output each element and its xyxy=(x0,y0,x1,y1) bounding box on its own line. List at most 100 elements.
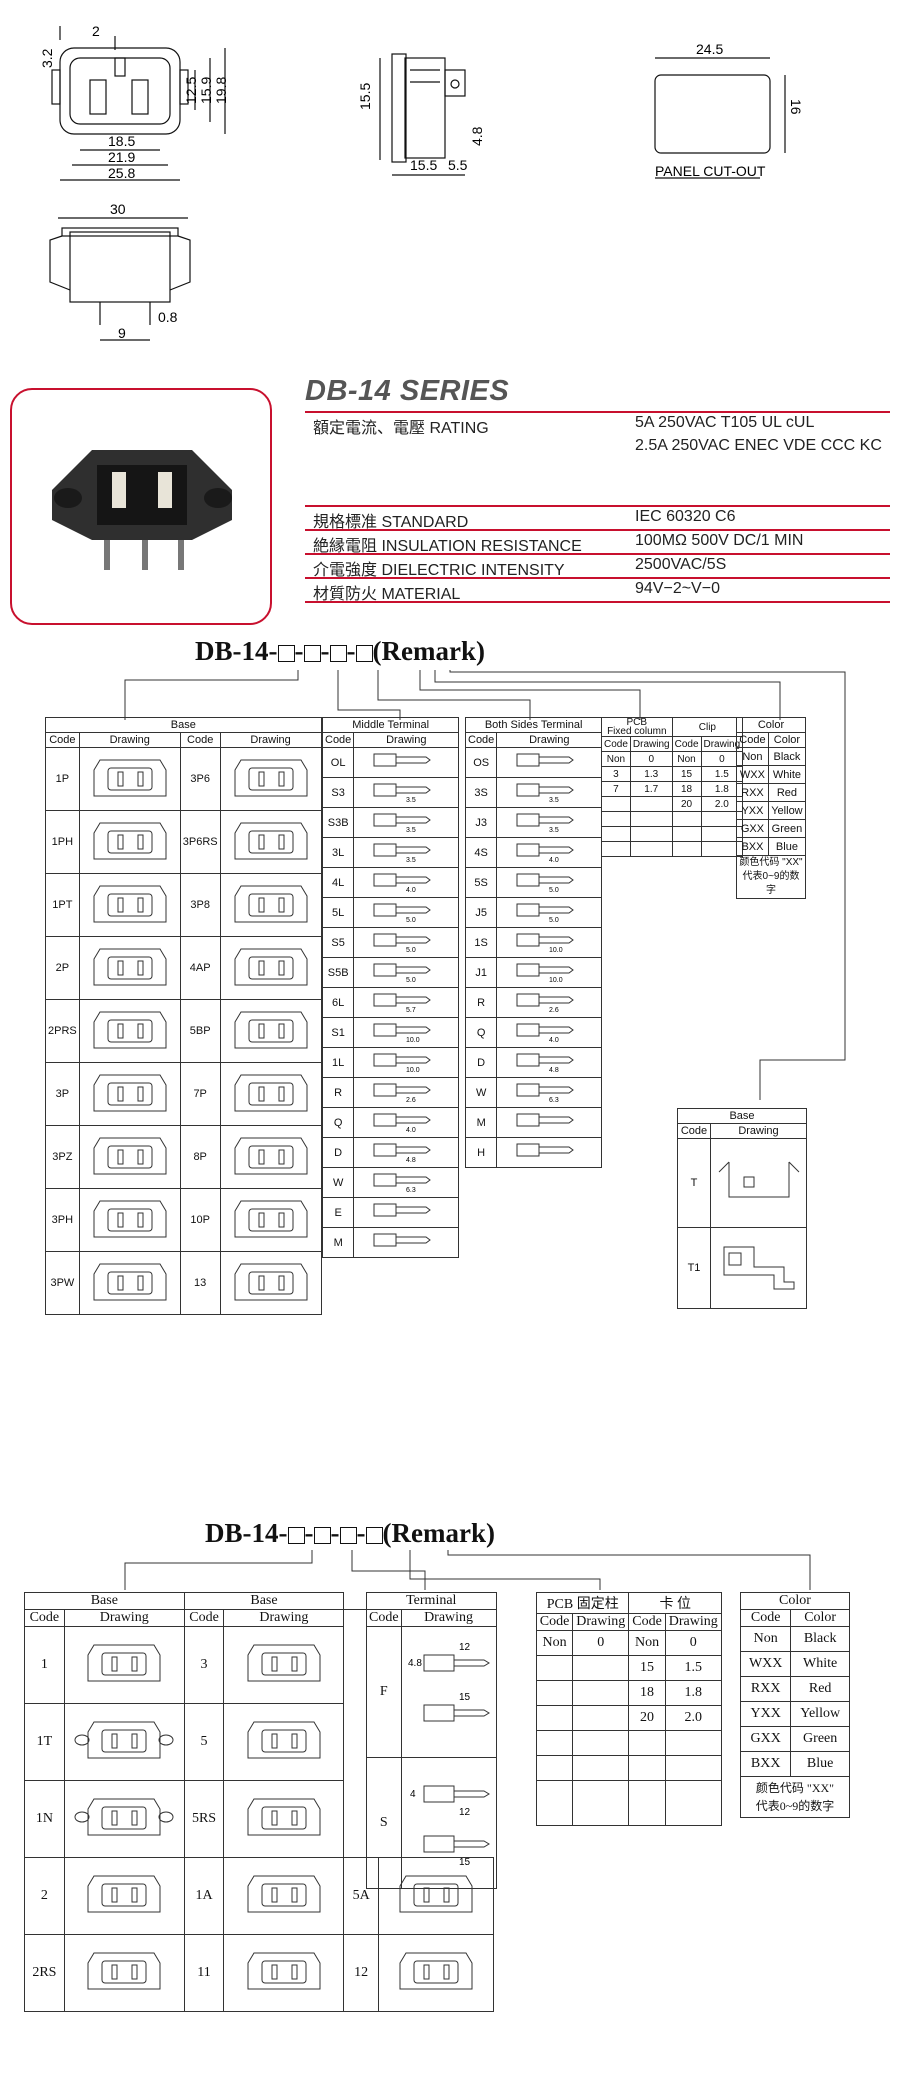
cell-drawing: 4.8 xyxy=(496,1047,603,1078)
terminal-drawing: 5.0 xyxy=(516,873,575,894)
cell-drawing: 4.0 xyxy=(353,1107,460,1138)
color-title: Color xyxy=(736,717,806,733)
col-drawing: Drawing xyxy=(400,1609,497,1627)
table-row: M xyxy=(321,1227,460,1258)
terminal-dim: 6.3 xyxy=(549,1097,559,1104)
dim-cutout-h: 16 xyxy=(788,99,804,115)
pcb-cell: Non xyxy=(628,1630,666,1656)
cell-drawing xyxy=(223,1857,345,1935)
divider xyxy=(305,577,890,579)
pcb-cell: 1.3 xyxy=(629,766,673,782)
dim-f1: 12 xyxy=(459,1642,471,1653)
cell-code: J5 xyxy=(464,897,498,928)
spec-key: 材質防火 MATERIAL xyxy=(313,586,461,603)
dim-side-h: 15.5 xyxy=(357,83,373,110)
pcb-cell: 15 xyxy=(628,1655,666,1681)
cell-drawing: 5.0 xyxy=(353,957,460,988)
terminal-drawing xyxy=(516,1143,575,1157)
cell-code: M xyxy=(321,1227,355,1258)
spec-value: 100MΩ 500V DC/1 MIN xyxy=(635,532,804,549)
cell-code: T xyxy=(677,1138,711,1228)
col-code: Code xyxy=(45,732,80,748)
code-dash: - xyxy=(330,1518,340,1548)
pcb-cell xyxy=(572,1655,630,1681)
terminal-dim: 4.8 xyxy=(549,1067,559,1074)
cell-code: 3PW xyxy=(45,1251,80,1315)
cell-drawing xyxy=(223,1780,345,1858)
terminal-drawing: 4.0 xyxy=(373,873,432,894)
cell-drawing xyxy=(219,1188,322,1252)
cell-code: R xyxy=(321,1077,355,1108)
cell-code: R xyxy=(464,987,498,1018)
cell-code: 1A xyxy=(183,1857,225,1935)
cell-code: 4S xyxy=(464,837,498,868)
connector-drawing xyxy=(247,1644,321,1681)
terminal-drawing: 6.3 xyxy=(373,1173,432,1194)
cell-drawing: 5.0 xyxy=(353,927,460,958)
table-row: T xyxy=(677,1138,807,1228)
color-name: Blue xyxy=(790,1751,850,1777)
col-code: Code xyxy=(535,1613,574,1631)
cell-code: S5B xyxy=(321,957,355,988)
dim-left: 3.2 xyxy=(39,48,55,68)
cell-code: 5 xyxy=(183,1703,225,1781)
col-drawing: Drawing xyxy=(572,1613,630,1631)
cell-code: S1 xyxy=(321,1017,355,1048)
color-code: WXX xyxy=(736,765,769,784)
col-drawing: Drawing xyxy=(63,1609,185,1627)
table-row: OL xyxy=(321,747,460,778)
cell-drawing xyxy=(219,999,322,1063)
code-box xyxy=(277,645,295,662)
spec-rating: 額定電流、電壓 RATING 5A 250VAC T105 UL cUL 2.5… xyxy=(305,414,890,484)
terminal-drawing: 10.0 xyxy=(516,963,575,984)
base-t1-drawing xyxy=(723,1246,794,1289)
divider xyxy=(305,529,890,531)
cell-code: 13 xyxy=(179,1251,221,1315)
dim-h1: 12.5 xyxy=(183,77,199,104)
cell-code: 3S xyxy=(464,777,498,808)
clip-title: 卡 位 xyxy=(628,1592,722,1614)
color-code: RXX xyxy=(739,1676,792,1702)
connector-drawing xyxy=(234,1263,308,1300)
base-title: Base xyxy=(45,717,322,733)
divider xyxy=(305,505,890,507)
cell-drawing xyxy=(223,1626,345,1704)
cell-code: 1PH xyxy=(45,810,80,874)
col-drawing: Drawing xyxy=(78,732,181,748)
col-drawing: Drawing xyxy=(353,732,460,748)
connector-drawing xyxy=(93,1200,167,1237)
dim-thick: 0.8 xyxy=(158,309,178,325)
cell-code: 1S xyxy=(464,927,498,958)
color-note-1: 颜色代码 "XX" xyxy=(755,1781,835,1795)
dimension-drawings: 2 3.2 18.5 21.9 25.8 12.5 15.9 19.8 30 9… xyxy=(39,23,804,341)
col-code: Code xyxy=(464,732,498,748)
cell-code: 5L xyxy=(321,897,355,928)
color-code: Non xyxy=(739,1626,792,1652)
terminal-dim: 5.0 xyxy=(406,947,416,954)
cell-drawing xyxy=(78,1251,181,1315)
terminal-dim: 4.0 xyxy=(549,857,559,864)
pcb-cell: 0 xyxy=(629,751,673,767)
cell-code: 5S xyxy=(464,867,498,898)
color-title: Color xyxy=(740,1592,850,1610)
code-box xyxy=(355,645,373,662)
part-code-2: DB-14----(Remark) xyxy=(205,1518,495,1549)
pcb-cell: 1.7 xyxy=(629,781,673,797)
spec-value: 2500VAC/5S xyxy=(635,556,727,573)
table-row: E xyxy=(321,1197,460,1228)
col-code: Code xyxy=(671,736,702,752)
